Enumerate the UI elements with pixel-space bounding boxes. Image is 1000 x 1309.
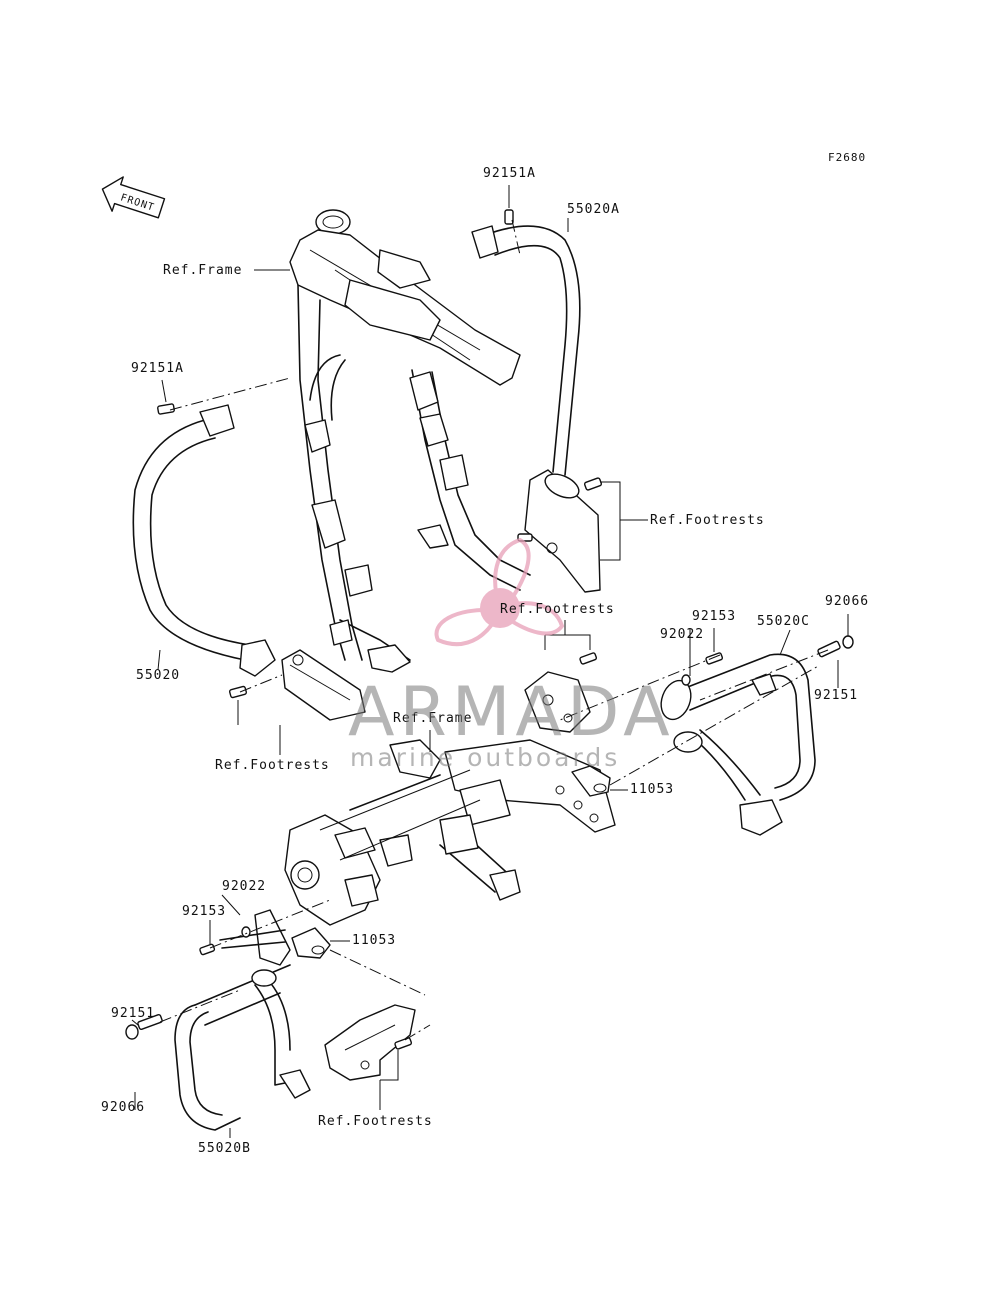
mount-11053-left <box>291 927 331 959</box>
label-92022-right: 92022 <box>660 627 705 642</box>
sub-frame <box>284 739 616 926</box>
label-92153-left: 92153 <box>182 904 227 919</box>
footrest-bracket-center <box>524 671 591 733</box>
label-92151-left: 92151 <box>111 1006 156 1021</box>
front-arrow-icon: FRONT <box>101 176 166 219</box>
label-ref-footrests-right: Ref.Footrests <box>650 513 765 528</box>
label-55020C: 55020C <box>757 614 810 629</box>
label-55020A: 55020A <box>567 202 620 217</box>
engine-guard-55020C <box>660 653 816 836</box>
engine-guard-55020 <box>132 404 276 677</box>
figure-code: F2680 <box>828 151 867 164</box>
label-ref-footrests-mid: Ref.Footrests <box>500 602 615 617</box>
label-55020B: 55020B <box>198 1141 251 1156</box>
engine-guard-55020A <box>471 225 581 499</box>
main-frame <box>289 209 601 673</box>
label-11053-left: 11053 <box>352 933 397 948</box>
leader-lines <box>130 185 849 1138</box>
label-ref-frame-mid: Ref.Frame <box>393 711 473 726</box>
footrest-bracket-bottom <box>324 1004 416 1081</box>
label-92066-right: 92066 <box>825 594 870 609</box>
label-55020: 55020 <box>136 668 181 683</box>
label-ref-footrests-left: Ref.Footrests <box>215 758 330 773</box>
label-92151-right: 92151 <box>814 688 859 703</box>
watermark-title: ARMADA <box>348 673 675 752</box>
engine-guard-55020B <box>174 909 311 1131</box>
label-92151A-top: 92151A <box>483 166 536 181</box>
label-92153-right: 92153 <box>692 609 737 624</box>
propeller-logo-icon <box>434 537 565 647</box>
mount-11053-right <box>571 765 611 797</box>
watermark-subtitle: marine outboards <box>350 743 621 772</box>
label-92022-left: 92022 <box>222 879 267 894</box>
label-92066-left: 92066 <box>101 1100 146 1115</box>
label-92151A-left: 92151A <box>131 361 184 376</box>
footrest-bracket-left <box>281 649 366 721</box>
label-11053-right: 11053 <box>630 782 675 797</box>
label-ref-frame-top: Ref.Frame <box>163 263 243 278</box>
label-ref-footrests-bottom: Ref.Footrests <box>318 1114 433 1129</box>
